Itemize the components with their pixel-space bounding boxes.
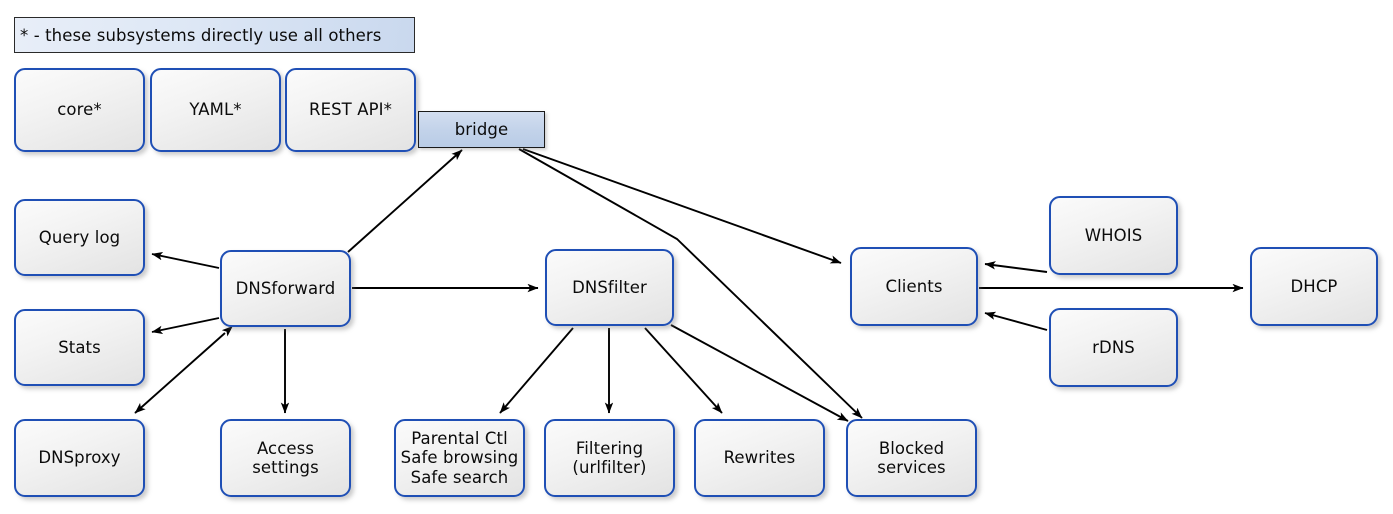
node-dhcp-label: DHCP (1290, 276, 1338, 296)
node-rest-api-label: REST API* (309, 100, 392, 120)
node-rewrites-label: Rewrites (723, 448, 796, 468)
node-dnsforward[interactable]: DNSforward (220, 250, 351, 327)
node-bridge[interactable]: bridge (418, 111, 545, 148)
edge-rdns-clients (984, 311, 1048, 331)
node-blocked-services[interactable]: Blocked services (846, 419, 977, 497)
legend-note: * - these subsystems directly use all ot… (14, 17, 415, 53)
node-stats[interactable]: Stats (14, 309, 145, 386)
edge-bridge-clients (522, 148, 842, 264)
node-yaml-label: YAML* (189, 100, 242, 120)
node-parental-control-label: Parental Ctl Safe browsing Safe search (400, 428, 519, 487)
node-blocked-services-label: Blocked services (877, 438, 946, 477)
node-parental-control[interactable]: Parental Ctl Safe browsing Safe search (394, 419, 525, 497)
node-bridge-label: bridge (454, 119, 509, 139)
node-rest-api[interactable]: REST API* (285, 68, 416, 152)
node-core-label: core* (57, 100, 102, 120)
node-clients-label: Clients (885, 276, 943, 296)
node-dnsforward-label: DNSforward (235, 278, 336, 298)
node-access-settings[interactable]: Access settings (220, 419, 351, 497)
node-stats-label: Stats (58, 337, 101, 357)
node-filtering[interactable]: Filtering (urlfilter) (544, 419, 675, 497)
edge-dnsforward-dnsproxy (134, 326, 233, 414)
edge-dnsforward-querylog (151, 252, 220, 269)
node-clients[interactable]: Clients (850, 247, 978, 326)
edge-dnsfilter-blocked (670, 324, 849, 422)
node-rdns[interactable]: rDNS (1049, 308, 1178, 387)
node-dnsfilter-label: DNSfilter (572, 277, 647, 297)
node-filtering-label: Filtering (urlfilter) (572, 438, 647, 477)
node-dnsfilter[interactable]: DNSfilter (545, 249, 674, 326)
node-whois[interactable]: WHOIS (1049, 196, 1178, 275)
node-dnsproxy-label: DNSproxy (38, 448, 121, 468)
edge-dnsforward-bridge (347, 149, 463, 253)
node-rdns-label: rDNS (1092, 337, 1135, 357)
legend-text: * - these subsystems directly use all ot… (20, 25, 382, 45)
node-access-settings-label: Access settings (252, 438, 319, 477)
node-dnsproxy[interactable]: DNSproxy (14, 419, 145, 497)
node-core[interactable]: core* (14, 68, 145, 152)
node-query-log[interactable]: Query log (14, 199, 145, 276)
edge-whois-clients (984, 261, 1048, 273)
edge-dnsfilter-parental (499, 327, 574, 414)
node-yaml[interactable]: YAML* (150, 68, 281, 152)
node-rewrites[interactable]: Rewrites (694, 419, 825, 497)
node-dhcp[interactable]: DHCP (1250, 247, 1378, 326)
node-query-log-label: Query log (38, 227, 121, 247)
edge-dnsforward-stats (151, 317, 220, 334)
edge-dnsfilter-rewrites (644, 327, 723, 414)
node-whois-label: WHOIS (1084, 225, 1143, 245)
